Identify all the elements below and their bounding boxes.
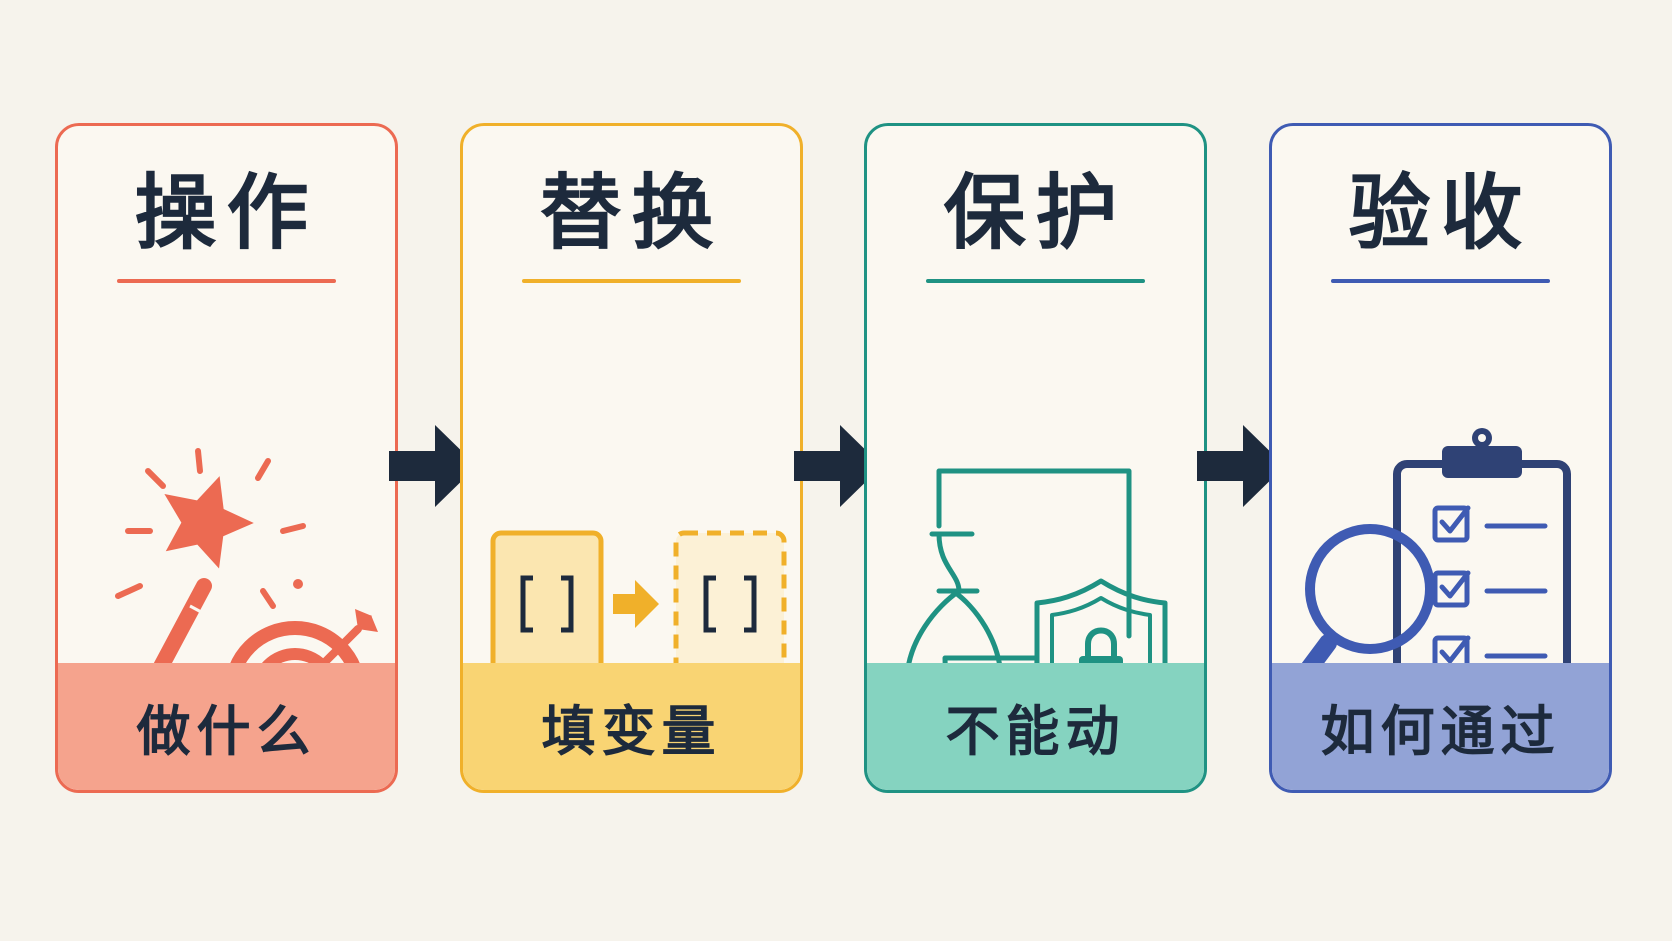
step-title: 保护 bbox=[943, 166, 1128, 261]
title-underline bbox=[926, 279, 1145, 283]
title-underline bbox=[522, 279, 741, 283]
arrow-right-icon bbox=[1197, 425, 1285, 507]
arrow-right-icon bbox=[794, 425, 882, 507]
step-title: 操作 bbox=[134, 166, 319, 261]
step-card-protect: 保护 不能动 bbox=[864, 123, 1207, 793]
title-underline bbox=[117, 279, 336, 283]
step-title: 替换 bbox=[539, 166, 724, 261]
step-card-operation: 操作 做什么 bbox=[55, 123, 398, 793]
step-footer: 如何通过 bbox=[1272, 663, 1609, 790]
step-card-acceptance: 验收 如何通过 bbox=[1269, 123, 1612, 793]
arrow-right-icon bbox=[389, 425, 477, 507]
step-footer: 填变量 bbox=[463, 663, 800, 790]
title-underline bbox=[1331, 279, 1550, 283]
step-title: 验收 bbox=[1348, 166, 1533, 261]
step-footer: 不能动 bbox=[867, 663, 1204, 790]
step-footer: 做什么 bbox=[58, 663, 395, 790]
step-card-replace: 替换 填变量 bbox=[460, 123, 803, 793]
